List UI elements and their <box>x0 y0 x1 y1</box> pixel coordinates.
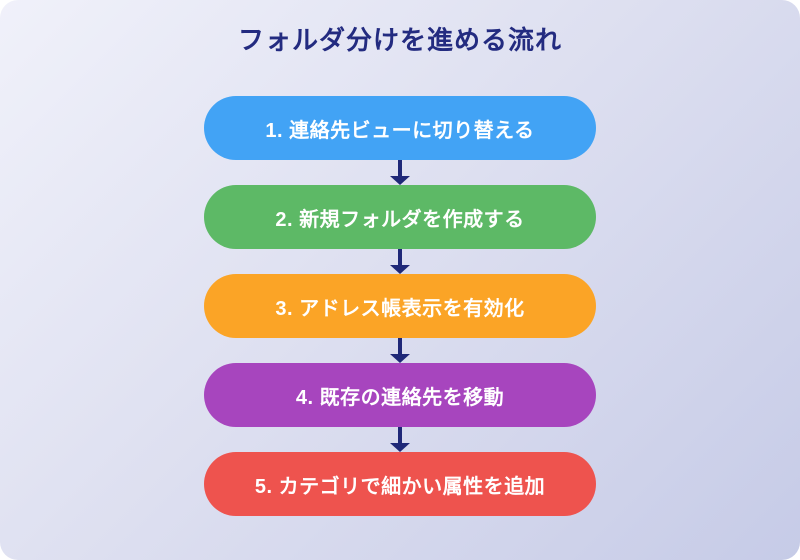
step-5: 5. カテゴリで細かい属性を追加 <box>204 452 596 516</box>
down-arrow-icon <box>390 249 410 274</box>
flow-container: 1. 連絡先ビューに切り替える 2. 新規フォルダを作成する 3. アドレス帳表… <box>0 96 800 516</box>
step-label: 5. カテゴリで細かい属性を追加 <box>254 475 546 498</box>
step-4: 4. 既存の連絡先を移動 <box>204 363 596 427</box>
arrow-line <box>398 427 402 444</box>
step-3: 3. アドレス帳表示を有効化 <box>204 274 596 338</box>
down-arrow-icon <box>390 427 410 452</box>
step-2: 2. 新規フォルダを作成する <box>204 185 596 249</box>
step-1: 1. 連絡先ビューに切り替える <box>204 96 596 160</box>
step-label: 3. アドレス帳表示を有効化 <box>275 297 525 320</box>
arrow-head <box>390 354 410 363</box>
arrow-head <box>390 443 410 452</box>
arrow-line <box>398 249 402 266</box>
step-label: 2. 新規フォルダを作成する <box>275 208 525 231</box>
arrow-line <box>398 338 402 355</box>
arrow-head <box>390 265 410 274</box>
page-title: フォルダ分けを進める流れ <box>237 25 562 55</box>
arrow-head <box>390 176 410 185</box>
step-label: 1. 連絡先ビューに切り替える <box>265 119 535 142</box>
down-arrow-icon <box>390 338 410 363</box>
down-arrow-icon <box>390 160 410 185</box>
step-label: 4. 既存の連絡先を移動 <box>295 386 505 409</box>
arrow-line <box>398 160 402 177</box>
